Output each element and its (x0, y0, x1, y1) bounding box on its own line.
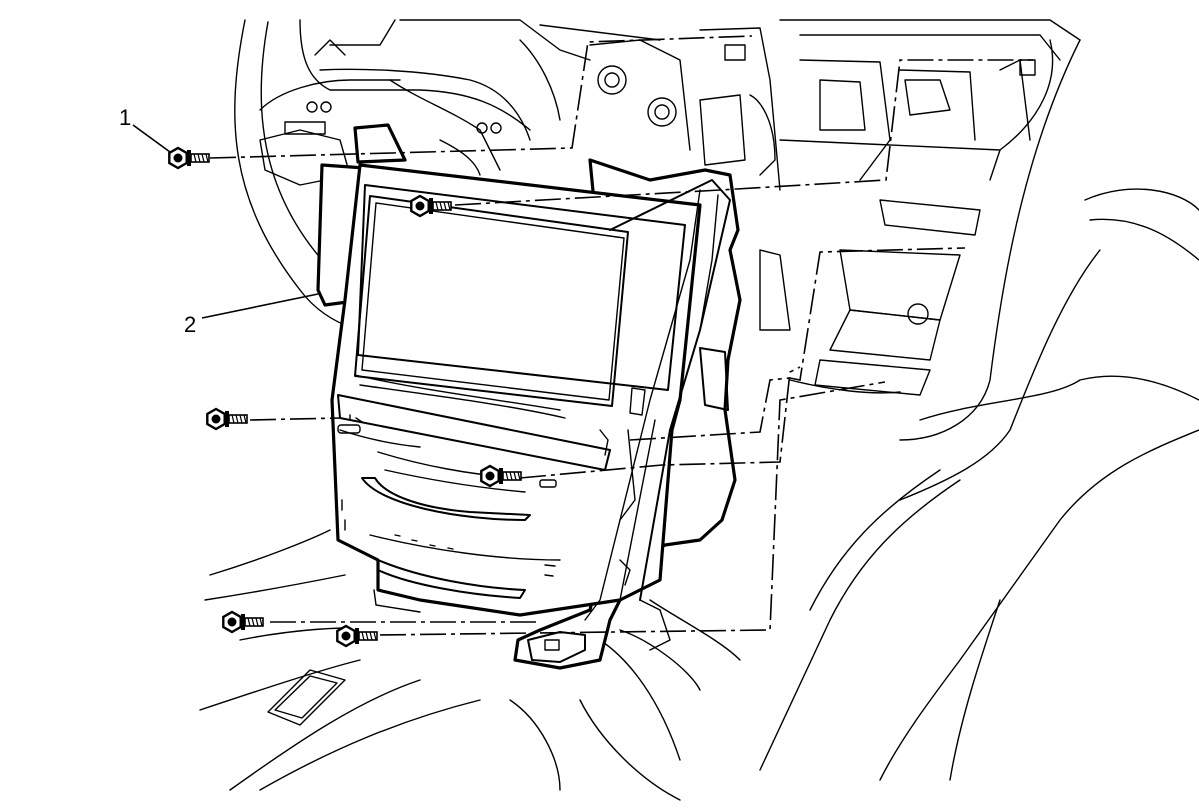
radio-assembly (316, 123, 742, 670)
instrument-panel (399, 19, 1081, 191)
bolt-icon (410, 194, 452, 218)
bolt-icon (206, 407, 248, 431)
bolt-icon (336, 624, 378, 648)
callout-2: 2 (184, 293, 319, 337)
callout-label-1: 1 (119, 105, 131, 130)
floor-console (199, 529, 741, 801)
bolt-icon (222, 610, 264, 634)
bolts-group (168, 146, 522, 648)
callout-label-2: 2 (184, 312, 196, 337)
exploded-view-lines (209, 35, 1033, 636)
callout-1: 1 (119, 105, 171, 153)
bolt-icon (480, 464, 522, 488)
bolt-icon (168, 146, 210, 170)
center-console (759, 39, 1199, 781)
